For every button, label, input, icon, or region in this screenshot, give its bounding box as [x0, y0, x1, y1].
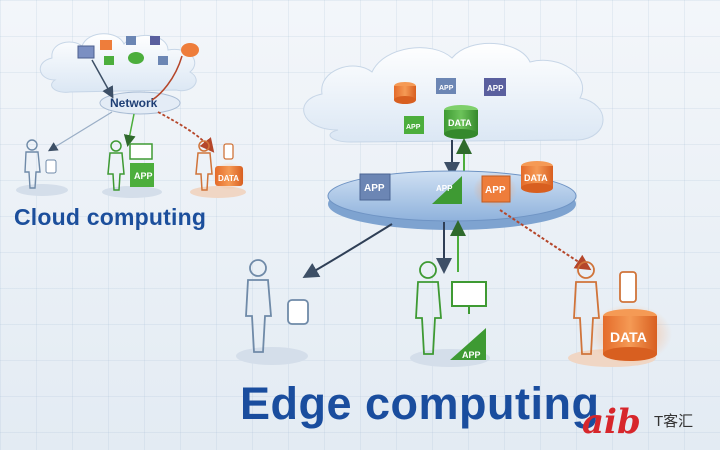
cloud-phone-db-label: DATA [218, 174, 239, 183]
cloud-smartwatch-icon [45, 159, 57, 174]
edge-smartwatch-icon [287, 299, 309, 325]
cloud-app-tiny-4 [158, 56, 168, 65]
network-hub [99, 91, 181, 115]
edge-link-wearable [302, 223, 393, 279]
edge-cloud-app-1 [436, 78, 456, 94]
cloud-link-1 [91, 59, 114, 99]
cloud-person2-base [102, 186, 162, 198]
edge-desktop-app [450, 328, 486, 360]
edge-platform-app-2 [432, 176, 462, 204]
cloud-link-desktop [123, 113, 136, 147]
cloud-db-orange-small [181, 43, 199, 57]
cloud-app-tiny-2 [150, 36, 160, 45]
edge-monitor-icon [451, 281, 487, 307]
cloud-app-label-green: APP [134, 171, 153, 181]
edge-person-wearable [245, 259, 272, 353]
watermark-brand: T客汇 [654, 413, 694, 430]
cloud-monitor-desktop-icon [129, 143, 153, 160]
edge-platform-app-1 [359, 173, 391, 201]
edge-platform-app-2-label: APP [436, 184, 453, 193]
edge-cloud-db-orange [394, 82, 416, 104]
edge-device-db [603, 309, 657, 361]
cloud-app-green-box [130, 163, 154, 187]
edge-link-mobile [499, 209, 592, 271]
watermark: aib T客汇 [582, 402, 710, 442]
edge-cloud-app-3-label: APP [406, 124, 421, 131]
edge-platform-app-3-label: APP [485, 185, 506, 196]
watermark-logo: aib [582, 402, 641, 442]
edge-person-mobile [573, 261, 600, 355]
cloud-monitor-icon [77, 45, 95, 59]
edge-platform-db-label: DATA [524, 173, 548, 183]
cloud-db-small-1 [100, 40, 112, 50]
cloud-phone-db [215, 166, 243, 186]
cloud-computing-group: Network APP [16, 33, 246, 198]
cloud-link-wearable [47, 111, 113, 152]
cloud-link-mobile [157, 111, 215, 153]
cloud-person1-base [16, 184, 68, 196]
cloud-app-tiny-1 [126, 36, 136, 45]
edge-phone-icon [619, 271, 637, 303]
edge-platform-db [521, 161, 553, 193]
edge-person-desktop [415, 261, 442, 355]
cloud-app-tiny-3 [104, 56, 114, 65]
cloud-link-2 [151, 55, 183, 101]
edge-desktop-app-label: APP [462, 350, 481, 360]
edge-computing-title: Edge computing [240, 378, 600, 429]
network-label: Network [110, 96, 158, 110]
edge-cloud-app-1-label: APP [439, 85, 454, 92]
edge-cloud-db-green [444, 105, 478, 139]
edge-cloud-app-3 [404, 116, 424, 134]
cloud-person-mobile [195, 140, 213, 191]
edge-cloud-db-label: DATA [448, 118, 472, 128]
edge-cloud-app-2 [484, 78, 506, 96]
cloud-phone-icon [223, 143, 234, 160]
edge-device-db-label: DATA [610, 329, 647, 345]
edge-cloud-app-2-label: APP [487, 84, 504, 93]
cloud-computing-title: Cloud computing [14, 204, 207, 230]
small-cloud-shape [39, 33, 197, 93]
edge-computing-group: APP APP APP DATA APP APP APP [236, 42, 672, 367]
cloud-person-wearable [24, 139, 41, 189]
cloud-db-green-small [128, 52, 144, 64]
edge-person1-base [236, 347, 308, 365]
edge-platform-app-1-label: APP [364, 183, 385, 194]
cloud-person-desktop [107, 140, 125, 191]
edge-platform-app-3 [481, 175, 511, 203]
